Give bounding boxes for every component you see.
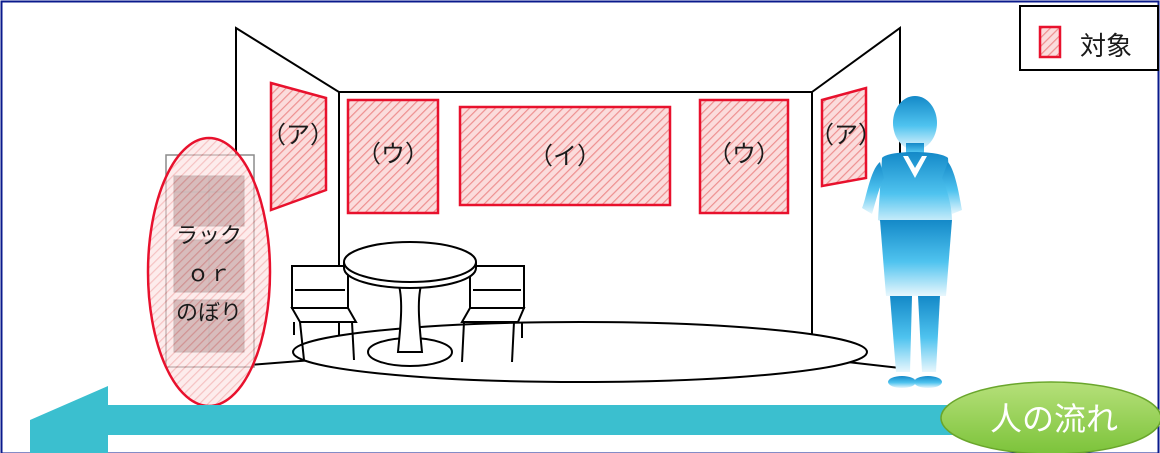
panel-back-center — [458, 105, 672, 207]
panel-left-wall — [269, 81, 328, 212]
panel-back-right — [698, 98, 790, 215]
legend-swatch — [1038, 25, 1062, 59]
panel-back-left — [346, 98, 440, 215]
flow-label-badge — [940, 381, 1160, 453]
floor-area — [292, 321, 868, 383]
panel-label-back-left: （ウ） — [357, 140, 429, 168]
rack-label-line2: ｏｒ — [187, 262, 231, 287]
target-panels — [269, 81, 868, 215]
panel-label-back-right: （ウ） — [708, 140, 780, 168]
panel-right-wall — [820, 86, 868, 188]
legend-label: 対象 — [1080, 32, 1132, 62]
rack-label-line3: のぼり — [176, 301, 242, 326]
chair-right — [460, 265, 526, 363]
panel-label-left-wall: （ア） — [262, 121, 334, 149]
chair-left — [290, 265, 358, 361]
panel-label-back-center: （イ） — [529, 142, 601, 170]
person-figure — [862, 96, 962, 388]
flow-label: 人の流れ — [990, 400, 1118, 438]
legend: 対象 — [1019, 5, 1159, 71]
flow-arrow — [30, 386, 1000, 453]
person-collar — [903, 156, 927, 178]
rack-label-line1: ラック — [176, 224, 242, 249]
round-table — [343, 241, 477, 367]
panel-label-right-wall: （ア） — [810, 121, 882, 149]
